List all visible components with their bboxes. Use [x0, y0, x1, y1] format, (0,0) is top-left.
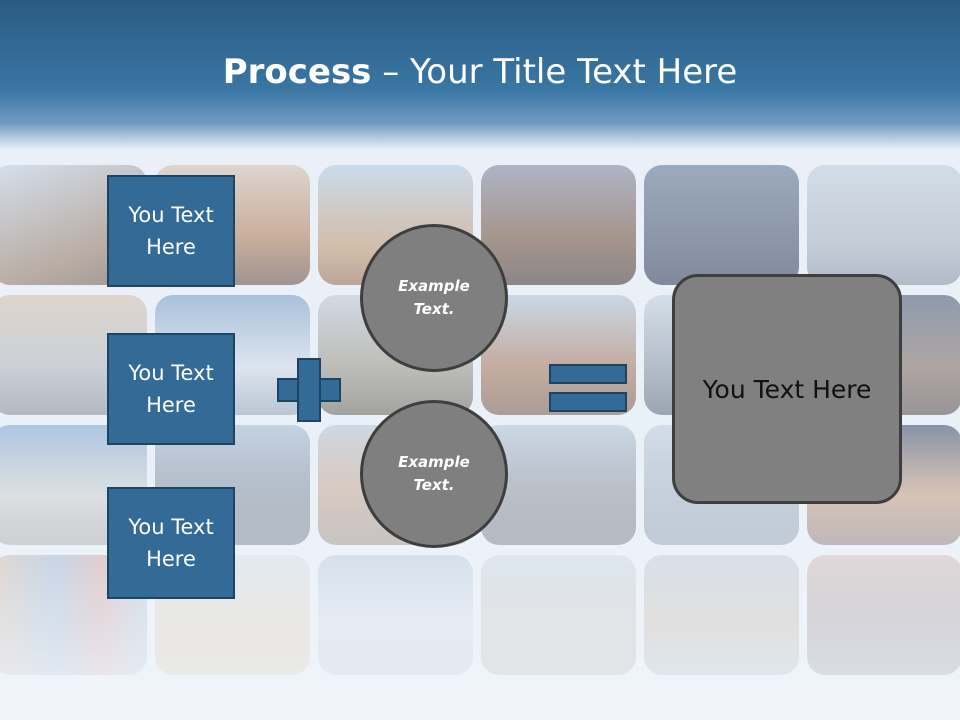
text-box-3[interactable]: You Text Here [107, 487, 235, 599]
text-box-2[interactable]: You Text Here [107, 333, 235, 445]
equals-bar-bottom [549, 392, 627, 412]
slide-title: Process – Your Title Text Here [0, 52, 960, 92]
result-box[interactable]: You Text Here [672, 274, 902, 504]
slide-title-rest: – Your Title Text Here [371, 52, 738, 92]
example-circle-1[interactable]: Example Text. [360, 224, 508, 372]
slide-title-bold: Process [222, 52, 372, 92]
equals-bar-top [549, 364, 627, 384]
title-banner [0, 0, 960, 150]
plus-icon [277, 358, 341, 422]
plus-center [299, 380, 319, 400]
example-circle-2[interactable]: Example Text. [360, 400, 508, 548]
text-box-1[interactable]: You Text Here [107, 175, 235, 287]
